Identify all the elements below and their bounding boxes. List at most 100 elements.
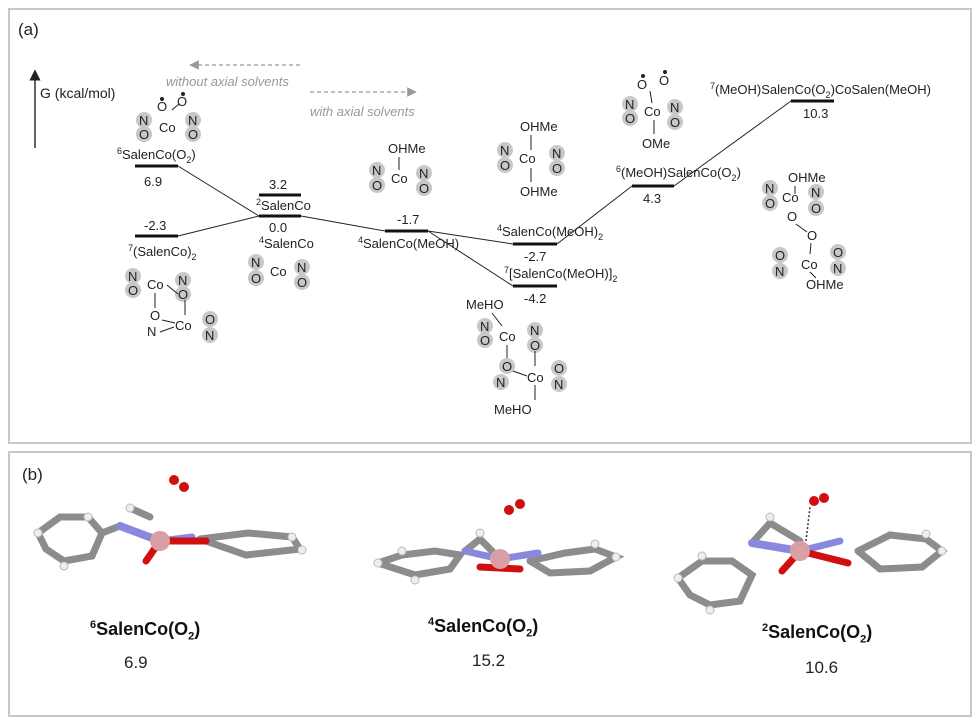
svg-text:N: N — [480, 319, 489, 334]
caption-2-salenco-o2: 2SalenCo(O2) — [762, 622, 873, 646]
svg-text:N: N — [372, 163, 381, 178]
structure-6-salenco-o2 — [33, 475, 307, 571]
value-2-salenco: 0.0 — [269, 220, 287, 235]
molecule-schematics: O O N O Co N O N O Co N O O C — [125, 70, 846, 417]
svg-text:N: N — [554, 377, 563, 392]
svg-text:N: N — [178, 273, 187, 288]
connector-lines — [177, 100, 792, 287]
svg-text:Co: Co — [519, 151, 536, 166]
svg-text:N: N — [775, 264, 784, 279]
svg-text:O: O — [297, 275, 307, 290]
structure-2-salenco-o2 — [673, 493, 948, 615]
svg-text:N: N — [419, 166, 428, 181]
value-4-salenco-o2-structure: 15.2 — [472, 651, 506, 670]
svg-text:O: O — [157, 99, 167, 114]
svg-text:OHMe: OHMe — [788, 170, 826, 185]
svg-text:O: O — [811, 201, 821, 216]
label-6-salenco-o2: 6SalenCo(O2) — [117, 146, 196, 165]
label-4-salenco-meoh: 4SalenCo(MeOH) — [358, 235, 459, 251]
value-7-salenco-meoh-dimer: -4.2 — [524, 291, 546, 306]
value-7-bridged: 10.3 — [803, 106, 828, 121]
svg-text:O: O — [205, 312, 215, 327]
svg-text:N: N — [205, 328, 214, 343]
mol-7-bridged: OHMe N O Co N O O O O N Co O N OHMe — [762, 170, 846, 292]
mol-6-meoh-salenco-o2: O O N O Co N O OMe — [622, 70, 683, 151]
svg-text:OHMe: OHMe — [520, 184, 558, 199]
svg-text:N: N — [251, 255, 260, 270]
svg-text:N: N — [139, 113, 148, 128]
svg-text:O: O — [128, 283, 138, 298]
svg-text:O: O — [765, 196, 775, 211]
value-6-salenco-o2-structure: 6.9 — [124, 653, 148, 672]
svg-text:N: N — [147, 324, 156, 339]
svg-text:O: O — [787, 209, 797, 224]
svg-text:O: O — [150, 308, 160, 323]
svg-text:N: N — [530, 323, 539, 338]
molecular-renderings — [33, 475, 948, 615]
mol-7-salenco-meoh-dimer: MeHO N O Co N O O N Co O N MeHO — [466, 297, 567, 417]
svg-text:O: O — [178, 287, 188, 302]
mol-7-salenco-dimer: N O Co N O O Co N O N — [125, 268, 218, 343]
mol-6-salenco-o2: O O N O Co N O — [136, 92, 201, 142]
svg-text:N: N — [811, 185, 820, 200]
without-solvent-label: without axial solvents — [166, 74, 289, 89]
svg-text:MeHO: MeHO — [494, 402, 532, 417]
caption-6-salenco-o2: 6SalenCo(O2) — [90, 619, 201, 643]
svg-text:N: N — [625, 97, 634, 112]
svg-text:O: O — [530, 338, 540, 353]
energy-diagram: G (kcal/mol) without axial solvents with… — [29, 60, 931, 417]
svg-text:O: O — [188, 127, 198, 142]
value-6-salenco-o2: 6.9 — [144, 174, 162, 189]
value-7-salenco-dimer: -2.3 — [144, 218, 166, 233]
label-7-salenco-dimer: 7(SalenCo)2 — [128, 243, 197, 262]
energy-profile-panel: (a) G (kcal/mol) without axial solvents … — [8, 8, 972, 444]
svg-text:Co: Co — [644, 104, 661, 119]
svg-text:Co: Co — [147, 277, 164, 292]
panel-a-label: (a) — [18, 20, 39, 39]
value-6-meoh-salenco-o2: 4.3 — [643, 191, 661, 206]
svg-text:OMe: OMe — [642, 136, 670, 151]
g-axis-label: G (kcal/mol) — [40, 85, 115, 101]
label-6-meoh-salenco-o2: 6(MeOH)SalenCo(O2) — [616, 164, 741, 183]
label-7-salenco-meoh-dimer: 7[SalenCo(MeOH)]2 — [504, 265, 617, 284]
svg-text:N: N — [765, 181, 774, 196]
with-solvent-label: with axial solvents — [310, 104, 415, 119]
mol-4-salenco: N O Co N O — [248, 254, 310, 290]
svg-text:O: O — [502, 359, 512, 374]
svg-text:O: O — [807, 228, 817, 243]
svg-text:N: N — [496, 375, 505, 390]
svg-text:N: N — [552, 146, 561, 161]
value-4-salenco-meoh: -1.7 — [397, 212, 419, 227]
mol-4-salenco-meoh: OHMe N O Co N O — [369, 141, 432, 196]
svg-text:N: N — [670, 100, 679, 115]
value-2-salenco-o2-structure: 10.6 — [805, 658, 839, 677]
svg-text:Co: Co — [527, 370, 544, 385]
svg-text:O: O — [637, 77, 647, 92]
panel-b-label: (b) — [22, 465, 43, 484]
mol-4-salenco-meoh2: OHMe N O Co N O OHMe — [497, 119, 565, 199]
svg-text:OHMe: OHMe — [388, 141, 426, 156]
svg-text:OHMe: OHMe — [520, 119, 558, 134]
svg-text:Co: Co — [175, 318, 192, 333]
svg-text:O: O — [480, 333, 490, 348]
svg-text:O: O — [419, 181, 429, 196]
label-7-bridged: 7(MeOH)SalenCo(O2)CoSalen(MeOH) — [710, 81, 931, 100]
svg-text:O: O — [251, 271, 261, 286]
svg-text:OHMe: OHMe — [806, 277, 844, 292]
svg-text:O: O — [372, 178, 382, 193]
svg-text:Co: Co — [801, 257, 818, 272]
svg-text:Co: Co — [159, 120, 176, 135]
svg-text:O: O — [833, 245, 843, 260]
svg-text:O: O — [554, 361, 564, 376]
structure-4-salenco-o2 — [373, 499, 625, 585]
svg-text:Co: Co — [782, 190, 799, 205]
svg-text:O: O — [139, 127, 149, 142]
svg-text:O: O — [177, 94, 187, 109]
energy-levels — [135, 99, 834, 288]
svg-text:N: N — [188, 113, 197, 128]
svg-text:N: N — [833, 261, 842, 276]
svg-text:O: O — [775, 248, 785, 263]
svg-text:O: O — [500, 158, 510, 173]
label-4-salenco-meoh2: 4SalenCo(MeOH)2 — [497, 223, 603, 242]
svg-text:N: N — [500, 143, 509, 158]
